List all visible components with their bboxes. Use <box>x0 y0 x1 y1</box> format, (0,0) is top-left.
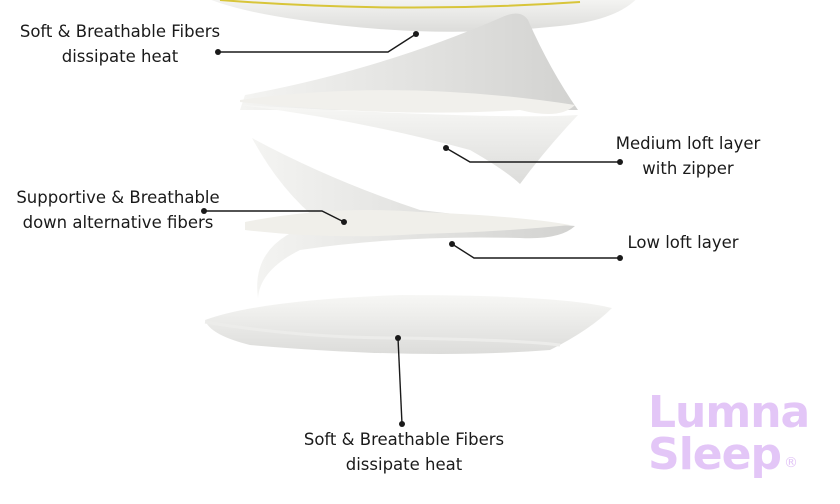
label-line: dissipate heat <box>345 455 463 474</box>
label-low-loft: Low loft layer <box>598 230 768 255</box>
callout-dots <box>201 31 623 427</box>
label-supportive-fibers: Supportive & Breathable down alternative… <box>0 185 236 235</box>
label-top-fibers: Soft & Breathable Fibers dissipate heat <box>10 19 230 69</box>
top-pillow-layer <box>211 0 636 32</box>
low-loft-layer <box>245 138 575 298</box>
label-medium-loft: Medium loft layer with zipper <box>588 131 788 181</box>
label-bottom-fibers: Soft & Breathable Fibers dissipate heat <box>294 427 514 477</box>
label-line: Medium loft layer <box>615 134 761 153</box>
registered-mark: ® <box>783 455 798 471</box>
label-line: dissipate heat <box>61 47 179 66</box>
callout-line-supportive <box>204 210 345 223</box>
label-line: with zipper <box>642 159 734 178</box>
callout-line-low-loft <box>451 243 620 259</box>
label-line: down alternative fibers <box>22 213 214 232</box>
label-line: Low loft layer <box>627 233 739 252</box>
medium-loft-layer <box>240 13 578 184</box>
bottom-pillow-layer <box>204 295 612 354</box>
label-line: Soft & Breathable Fibers <box>303 430 505 449</box>
logo-line-2: Sleep <box>648 429 782 480</box>
label-line: Soft & Breathable Fibers <box>19 22 221 41</box>
callout-lines <box>204 33 620 425</box>
callout-line-bottom-fibers <box>397 337 403 425</box>
logo-line-1: Lumna <box>648 387 810 438</box>
lumna-sleep-logo: Lumna Sleep® <box>648 387 810 477</box>
callout-line-medium-loft <box>445 147 620 163</box>
label-line: Supportive & Breathable <box>16 188 220 207</box>
callout-line-top-fibers <box>218 33 417 53</box>
